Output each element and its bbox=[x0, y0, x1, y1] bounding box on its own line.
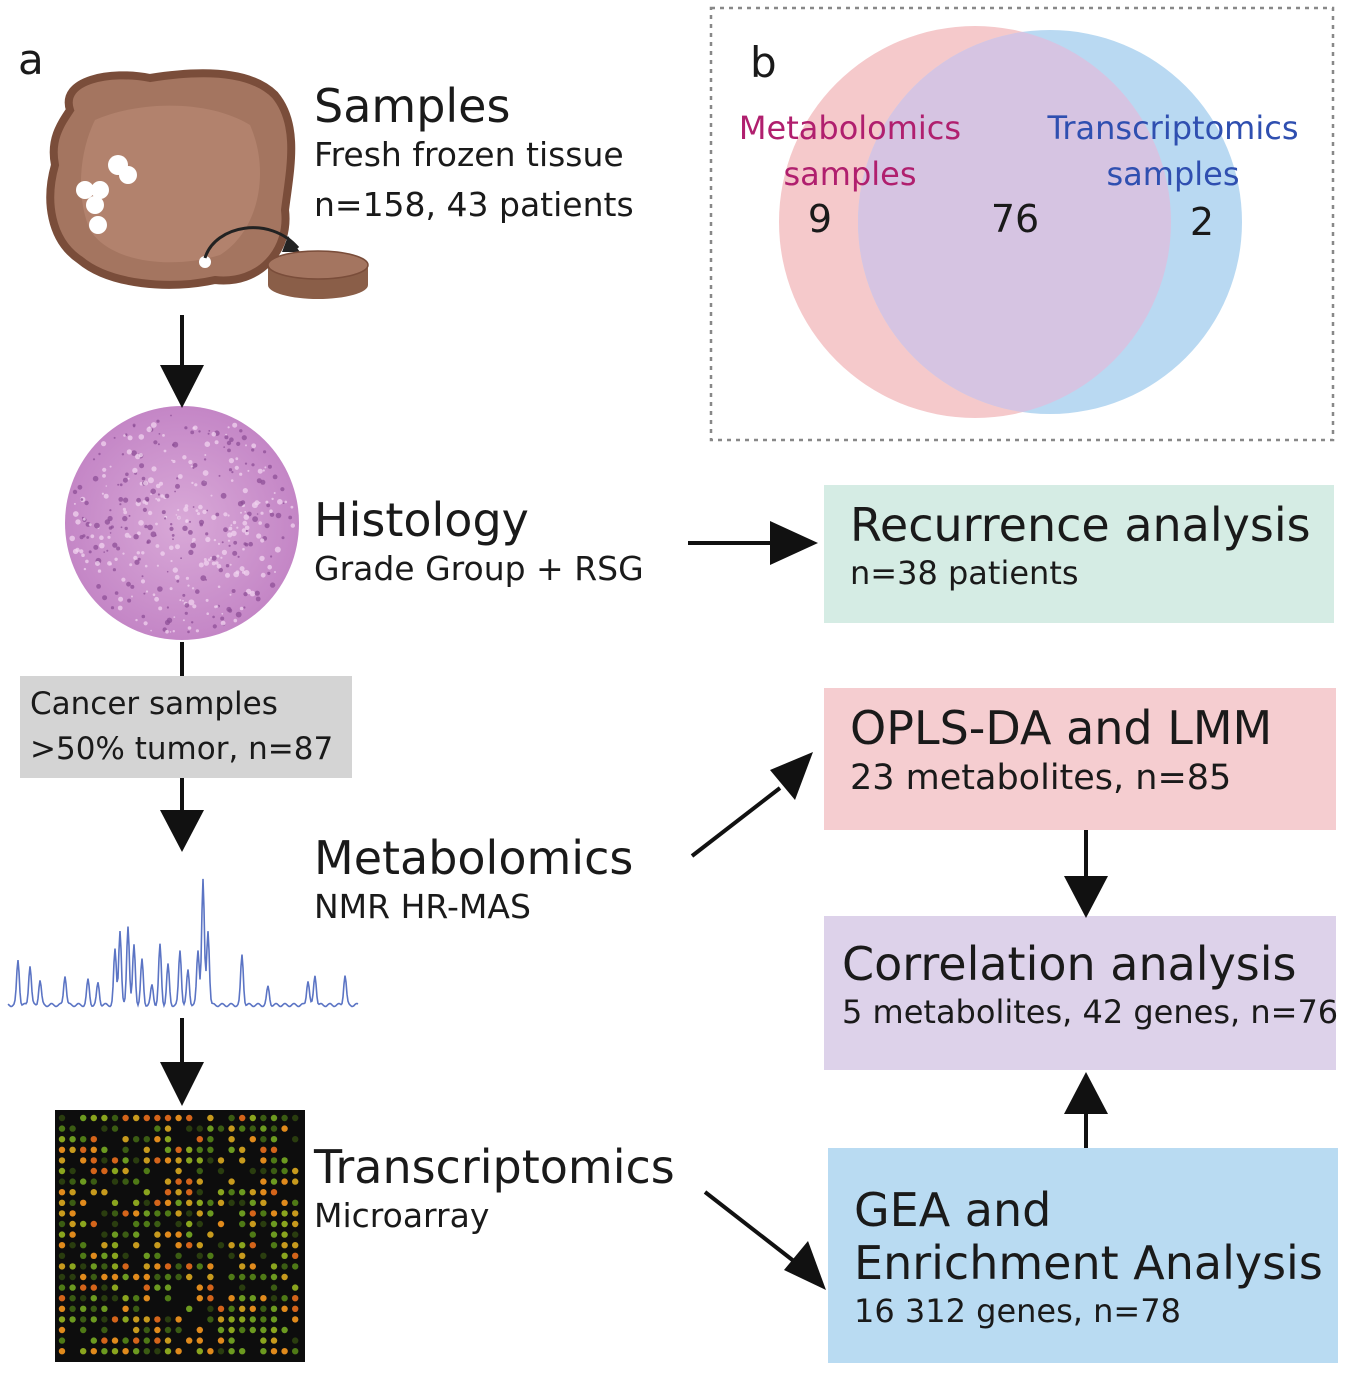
oplsda-sub: 23 metabolites, n=85 bbox=[850, 757, 1232, 798]
correlation-sub: 5 metabolites, 42 genes, n=76 bbox=[842, 992, 1339, 1031]
metabolomics-title: Metabolomics bbox=[314, 831, 634, 885]
recurrence-sub: n=38 patients bbox=[850, 553, 1079, 592]
venn-count-transcriptomics-only: 2 bbox=[1189, 200, 1215, 244]
panel-a-label: a bbox=[18, 35, 44, 84]
venn-diagram bbox=[779, 26, 1242, 418]
arrow-transcriptomics-to-gea bbox=[703, 1190, 797, 1264]
venn-metabolomics-label-line2: samples bbox=[783, 155, 917, 194]
histology-disc bbox=[65, 406, 299, 640]
arrowhead bbox=[770, 521, 818, 565]
recurrence-analysis-box: Recurrence analysis n=38 patients bbox=[824, 485, 1334, 623]
samples-line1: Fresh frozen tissue bbox=[314, 135, 624, 175]
correlation-analysis-box: Correlation analysis 5 metabolites, 42 g… bbox=[824, 924, 1339, 1070]
oplsda-box-bg bbox=[824, 688, 1336, 830]
venn-transcriptomics-label-line1: Transcriptomics bbox=[1047, 109, 1299, 147]
gea-title-line2: Enrichment Analysis bbox=[854, 1235, 1323, 1290]
step-transcriptomics: Transcriptomics Microarray bbox=[314, 1143, 675, 1241]
arrowhead bbox=[1064, 876, 1108, 918]
gea-box-bg bbox=[828, 1148, 1338, 1363]
venn-transcriptomics-label-line2: samples bbox=[1106, 155, 1240, 194]
correlation-box-bg bbox=[824, 916, 1336, 1070]
venn-transcriptomics-label: Transcriptomics samples bbox=[1042, 105, 1304, 198]
transcriptomics-line1: Microarray bbox=[314, 1196, 490, 1236]
cancer-samples-line1: Cancer samples bbox=[30, 686, 278, 722]
samples-title: Samples bbox=[314, 79, 511, 133]
step-metabolomics: Metabolomics NMR HR-MAS bbox=[314, 834, 633, 932]
arrowhead bbox=[784, 1241, 826, 1290]
panel-b-label: b bbox=[750, 38, 777, 87]
venn-count-overlap: 76 bbox=[990, 197, 1040, 241]
venn-metabolomics-label-line1: Metabolomics bbox=[738, 109, 962, 147]
step-histology: Histology Grade Group + RSG bbox=[314, 496, 644, 594]
arrowhead bbox=[160, 1062, 204, 1106]
histology-line1: Grade Group + RSG bbox=[314, 549, 644, 589]
arrowhead bbox=[1064, 1072, 1108, 1114]
gea-title-line1: GEA and bbox=[854, 1183, 1052, 1237]
arrows bbox=[180, 315, 1088, 1264]
step-samples: Samples Fresh frozen tissue n=158, 43 pa… bbox=[314, 82, 634, 229]
oplsda-title: OPLS-DA and LMM bbox=[850, 701, 1273, 755]
transcriptomics-title: Transcriptomics bbox=[314, 1140, 675, 1194]
cancer-samples-box: Cancer samples >50% tumor, n=87 bbox=[20, 678, 352, 778]
arrow-metabolomics-to-oplsda bbox=[690, 786, 782, 858]
gea-box: GEA and Enrichment Analysis 16 312 genes… bbox=[828, 1170, 1338, 1363]
sample-disc bbox=[267, 250, 369, 299]
venn-panel-border bbox=[709, 6, 1335, 442]
recurrence-box-bg bbox=[824, 485, 1334, 623]
tissue-sample-illustration bbox=[46, 69, 369, 299]
samples-line2: n=158, 43 patients bbox=[314, 184, 634, 224]
metabolomics-line1: NMR HR-MAS bbox=[314, 887, 531, 927]
venn-metabolomics-label: Metabolomics samples bbox=[730, 105, 970, 198]
correlation-title: Correlation analysis bbox=[842, 937, 1297, 991]
cancer-samples-box-bg bbox=[20, 676, 352, 778]
arrowheads bbox=[160, 365, 1108, 1290]
venn-count-metabolomics-only: 9 bbox=[807, 197, 833, 241]
oplsda-box: OPLS-DA and LMM 23 metabolites, n=85 bbox=[824, 688, 1336, 830]
nmr-spectrum bbox=[7, 878, 359, 1009]
microarray-image bbox=[55, 1110, 305, 1362]
arrowhead bbox=[770, 752, 813, 800]
arrowhead bbox=[160, 810, 204, 852]
cancer-samples-line2: >50% tumor, n=87 bbox=[30, 730, 334, 767]
gea-sub: 16 312 genes, n=78 bbox=[854, 1291, 1181, 1330]
arrowhead bbox=[160, 365, 204, 408]
histology-title: Histology bbox=[314, 493, 529, 547]
recurrence-title: Recurrence analysis bbox=[850, 498, 1311, 552]
